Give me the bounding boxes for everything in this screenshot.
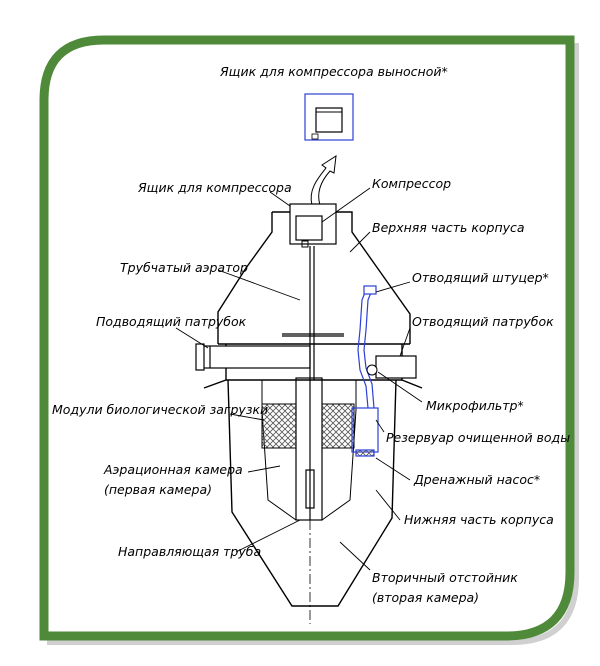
- lower-body: [203, 379, 423, 607]
- label-microfilter: Микрофильтр*: [426, 398, 524, 413]
- label-compressor: Компрессор: [372, 176, 451, 191]
- compressor-box: [289, 203, 337, 248]
- bio-media: [261, 403, 355, 449]
- label-inlet-pipe: Подводящий патрубок: [96, 314, 247, 329]
- label-bio-media: Модули биологической загрузки: [52, 402, 268, 417]
- label-guide-pipe: Направляющая труба: [118, 544, 261, 559]
- label-outlet-fitting: Отводящий штуцер*: [412, 270, 549, 285]
- frame-border: [39, 35, 575, 641]
- microfilter: [366, 364, 378, 376]
- remote-compressor-box: [304, 93, 354, 141]
- label-tube-aerator: Трубчатый аэратор: [120, 260, 248, 275]
- label-aeration-chamber-1: Аэрационная камера: [103, 462, 243, 477]
- label-drain-pump: Дренажный насос*: [413, 472, 540, 487]
- label-compressor-box: Ящик для компрессора: [137, 180, 292, 195]
- label-outlet-pipe: Отводящий патрубок: [412, 314, 554, 329]
- air-arrow: [310, 155, 337, 206]
- label-clean-water-tank: Резервуар очищенной воды: [386, 430, 570, 445]
- leader-lines: [175, 187, 423, 571]
- label-lower-body: Нижняя часть корпуса: [404, 512, 554, 527]
- inlet-pipe: [195, 343, 311, 371]
- label-remote-compressor-box: Ящик для компрессора выносной*: [219, 64, 448, 79]
- clean-water-reservoir: [351, 285, 379, 457]
- label-secondary-settler-2: (вторая камера): [372, 590, 479, 605]
- label-secondary-settler-1: Вторичный отстойник: [372, 570, 518, 585]
- label-aeration-chamber-2: (первая камера): [104, 482, 212, 497]
- label-upper-body: Верхняя часть корпуса: [372, 220, 525, 235]
- aeration-chamber-walls: [261, 380, 357, 521]
